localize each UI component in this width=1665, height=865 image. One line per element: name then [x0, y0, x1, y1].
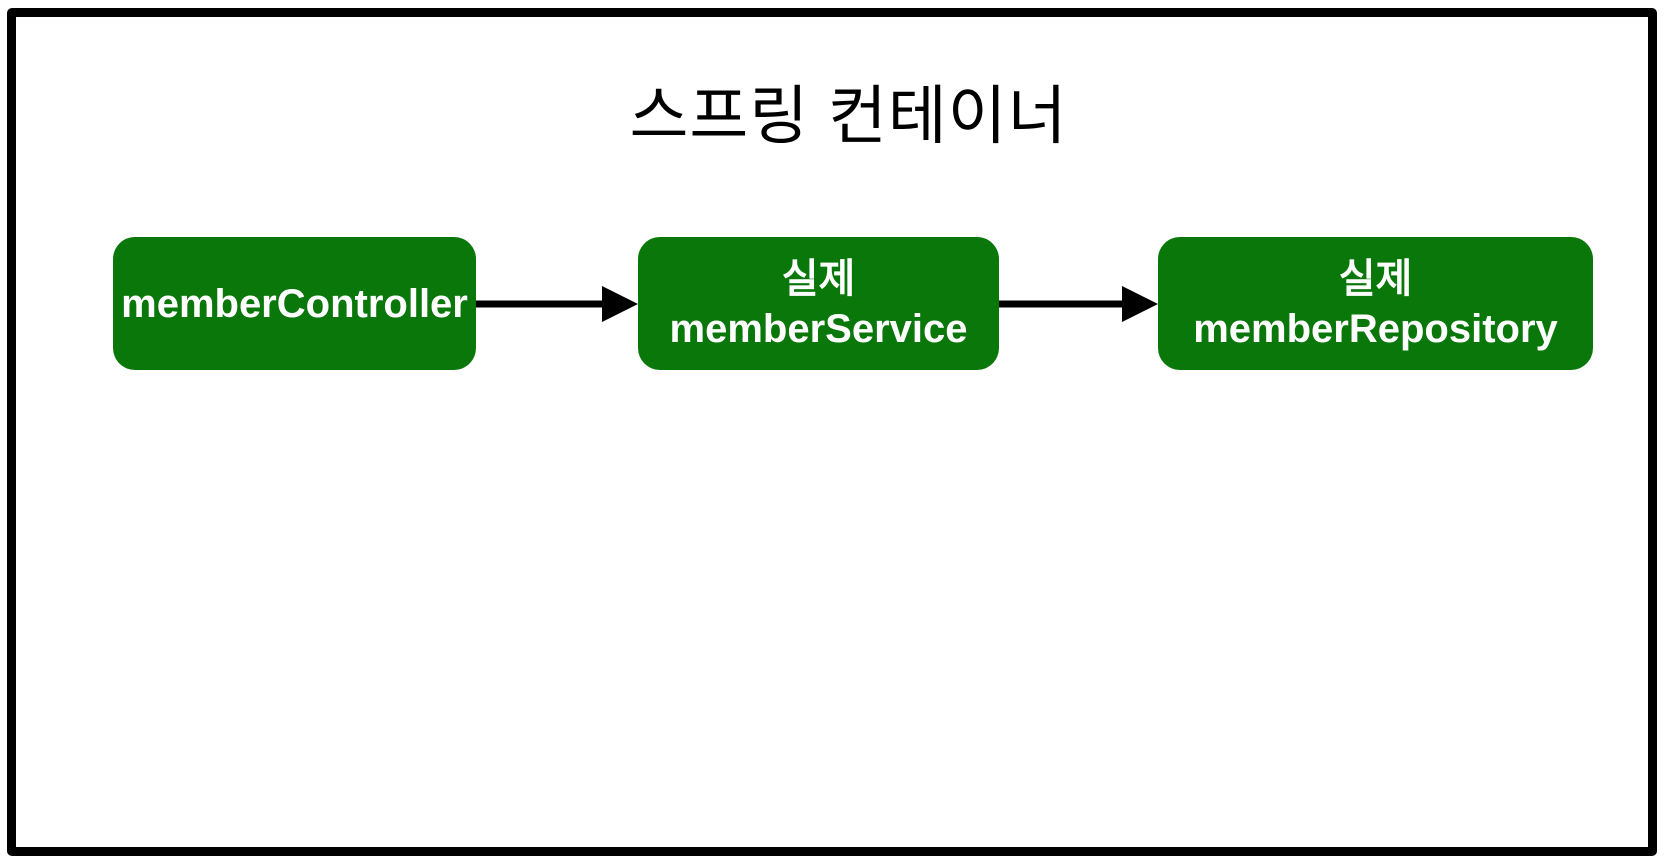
node-label-line: 실제: [1338, 256, 1413, 301]
node-member-service: 실제 memberService: [638, 237, 999, 370]
node-label-line: 실제: [781, 256, 856, 301]
node-member-repository: 실제 memberRepository: [1158, 237, 1593, 370]
spring-container-frame: 스프링 컨테이너 memberController 실제 memberServi…: [7, 8, 1657, 856]
node-member-controller: memberController: [113, 237, 476, 370]
arrow-controller-to-service-icon: [476, 286, 638, 322]
node-label-line: memberController: [121, 281, 468, 326]
node-label-line: memberService: [669, 306, 968, 351]
arrow-service-to-repository-icon: [999, 286, 1158, 322]
node-label-line: memberRepository: [1193, 306, 1558, 351]
diagram-title: 스프링 컨테이너: [629, 80, 1068, 152]
